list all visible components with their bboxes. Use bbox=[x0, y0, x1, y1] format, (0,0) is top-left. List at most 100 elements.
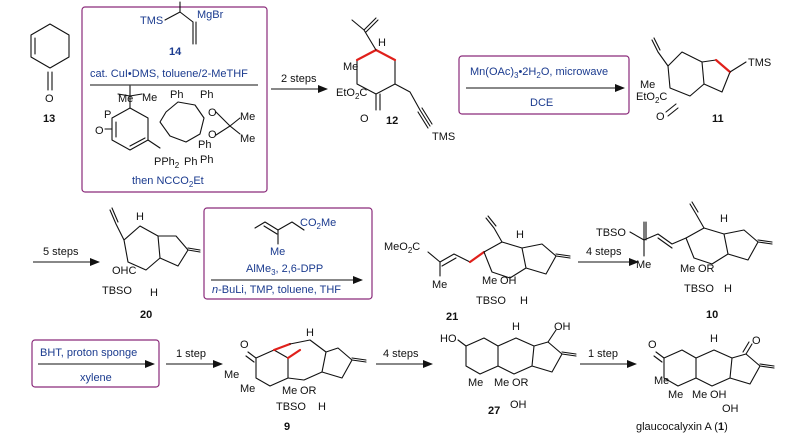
acetonide-o-2: O bbox=[208, 129, 217, 141]
compound-11: TMS Me EtO2C O 11 bbox=[636, 37, 771, 125]
me-label-10b: Me bbox=[680, 263, 695, 275]
eto2c-label: EtO2C bbox=[336, 87, 367, 101]
tbso-label-21: TBSO bbox=[476, 295, 506, 307]
me-label-1c: Me bbox=[692, 389, 707, 401]
ohc-label-20: OHC bbox=[112, 265, 137, 277]
tbso-label-10b: TBSO bbox=[684, 283, 714, 295]
oh-label-21: OH bbox=[500, 275, 517, 287]
arrow-1-label: 2 steps bbox=[281, 73, 317, 85]
h-label-9b: H bbox=[318, 401, 326, 413]
o-label-1b: O bbox=[752, 335, 761, 347]
reagent-bht: BHT, proton sponge bbox=[40, 347, 137, 359]
ester-co2me: CO2Me bbox=[300, 217, 336, 231]
ph-label-5: Ph bbox=[184, 156, 197, 168]
arrow-5-label: 4 steps bbox=[383, 348, 419, 360]
h-label-21b: H bbox=[520, 295, 528, 307]
reagent-mnoac: Mn(OAc)3•2H2O, microwave bbox=[470, 66, 608, 80]
me-label-10a: Me bbox=[636, 259, 651, 271]
compound-label-11: 11 bbox=[712, 113, 724, 125]
compound-label-10: 10 bbox=[706, 309, 718, 321]
or-label-9: OR bbox=[300, 385, 317, 397]
compound-27: HO OH Me H Me OR OH 27 bbox=[440, 321, 577, 417]
compound-label-9: 9 bbox=[284, 421, 290, 433]
compound-9: O Me Me H Me OR TBSO H 9 bbox=[224, 327, 367, 433]
h-label-21: H bbox=[516, 229, 524, 241]
or-label-27: OR bbox=[512, 377, 529, 389]
reagent-box-1 bbox=[81, 6, 268, 193]
eto2c-label-11: EtO2C bbox=[636, 91, 667, 105]
reagent-line-cui: cat. CuI•DMS, toluene/2-MeTHF bbox=[90, 68, 248, 80]
me-label-9c: Me bbox=[282, 385, 297, 397]
compound-label-14: 14 bbox=[169, 46, 182, 58]
tms-label: TMS bbox=[140, 15, 163, 27]
acetonide-o-1: O bbox=[208, 107, 217, 119]
h-label-27: H bbox=[512, 321, 520, 333]
reagent-then: then NCCO2Et bbox=[132, 175, 204, 189]
reagent-box-2 bbox=[458, 55, 630, 115]
oh-label-1b: OH bbox=[722, 403, 739, 415]
h-label-9: H bbox=[306, 327, 314, 339]
compound-label-20: 20 bbox=[140, 309, 152, 321]
oxygen-label: O bbox=[45, 93, 54, 105]
o-label-12: O bbox=[360, 113, 369, 125]
mgbr-label: MgBr bbox=[197, 9, 224, 21]
arrow-6-label: 1 step bbox=[588, 348, 618, 360]
new-bond-21 bbox=[468, 250, 486, 264]
reagent-xylene: xylene bbox=[80, 372, 112, 384]
new-bond-12 bbox=[355, 48, 378, 62]
pph2-label: PPh2 bbox=[154, 156, 180, 170]
compound-label-21: 21 bbox=[446, 311, 458, 323]
h-label-20: H bbox=[136, 211, 144, 223]
phosphoramidite-ligand: Me Me O P PPh2 Ph Ph Ph Ph Ph O O Me Me bbox=[95, 85, 255, 170]
new-bond-11 bbox=[714, 58, 732, 74]
reagent-box-4 bbox=[31, 339, 160, 388]
o-label-9: O bbox=[240, 339, 249, 351]
ligand-p-label: P bbox=[104, 109, 111, 121]
tms-label-11: TMS bbox=[748, 57, 771, 69]
reagent-ester: CO2Me Me bbox=[254, 217, 336, 258]
me-label-21a: Me bbox=[432, 279, 447, 291]
me-label-1b: Me bbox=[668, 389, 683, 401]
compound-13: O 13 bbox=[30, 23, 70, 125]
ligand-o-label: O bbox=[95, 125, 104, 137]
acetonide-me-2: Me bbox=[240, 133, 255, 145]
oh-label-27b: OH bbox=[510, 399, 527, 411]
ph-label-2: Ph bbox=[200, 89, 213, 101]
h-label-12: H bbox=[378, 37, 386, 49]
reagent-14: TMS MgBr 14 bbox=[140, 1, 224, 58]
compound-label-13: 13 bbox=[43, 113, 55, 125]
me-label-11: Me bbox=[640, 79, 655, 91]
compound-20: H OHC TBSO H 20 bbox=[102, 207, 201, 321]
me-label-9a: Me bbox=[224, 369, 239, 381]
me-label-27a: Me bbox=[468, 377, 483, 389]
ph-label-4: Ph bbox=[198, 139, 211, 151]
tbso-label-9: TBSO bbox=[276, 401, 306, 413]
ester-me: Me bbox=[270, 246, 285, 258]
compound-label-12: 12 bbox=[386, 115, 398, 127]
tbu-me-2: Me bbox=[142, 92, 157, 104]
ph-label-1: Ph bbox=[170, 89, 183, 101]
o-label-1a: O bbox=[648, 339, 657, 351]
reagent-dce: DCE bbox=[530, 97, 553, 109]
oh-label-1a: OH bbox=[710, 389, 727, 401]
me-label-1a: Me bbox=[654, 375, 669, 387]
compound-label-27: 27 bbox=[488, 405, 500, 417]
h-label-10b: H bbox=[724, 283, 732, 295]
or-label-10: OR bbox=[698, 263, 715, 275]
reagent-box-3 bbox=[203, 207, 373, 300]
compound-10: TBSO Me H Me OR TBSO H 10 bbox=[596, 201, 773, 321]
me-label-27b: Me bbox=[494, 377, 509, 389]
compound-1: O O Me Me H Me OH OH glaucocalyxin A (1) bbox=[636, 333, 775, 433]
h-label-1: H bbox=[710, 333, 718, 345]
compound-21: MeO2C Me H Me OH TBSO H 21 bbox=[384, 215, 571, 323]
acetonide-me-1: Me bbox=[240, 111, 255, 123]
h-label-10: H bbox=[720, 213, 728, 225]
tbso-label-10a: TBSO bbox=[596, 227, 626, 239]
tbso-label-20: TBSO bbox=[102, 285, 132, 297]
tbu-me-1: Me bbox=[118, 93, 133, 105]
reagent-buli: n-BuLi, TMP, toluene, THF bbox=[212, 284, 341, 296]
arrow-3-label: 4 steps bbox=[586, 246, 622, 258]
h-label-20b: H bbox=[150, 287, 158, 299]
